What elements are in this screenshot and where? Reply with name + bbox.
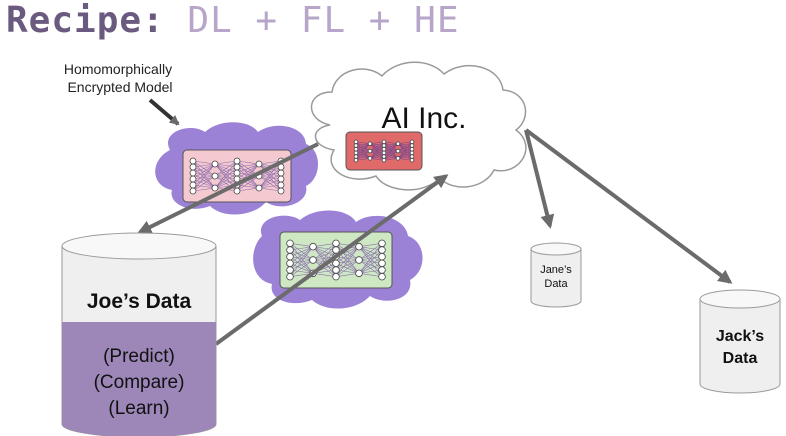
jack-database: Jack’s Data bbox=[699, 289, 781, 394]
joe-database: Joe’s Data (Predict) (Compare) (Learn) bbox=[61, 232, 217, 436]
title-suffix: DL + FL + HE bbox=[187, 0, 460, 41]
model-green-updated bbox=[279, 231, 393, 289]
annotation-arrow bbox=[148, 98, 180, 126]
annotation-line-1: Homomorphically bbox=[64, 61, 172, 77]
step-compare: (Compare) bbox=[94, 372, 185, 393]
ai-inc-cloud: AI Inc. bbox=[310, 61, 527, 191]
title-prefix: Recipe: bbox=[6, 0, 165, 41]
step-predict: (Predict) bbox=[103, 346, 175, 367]
ai-inc-label: AI Inc. bbox=[381, 102, 466, 135]
model-pink-encrypted bbox=[182, 149, 292, 203]
arrow-ai-to-jack bbox=[524, 128, 733, 284]
arrow-ai-to-joe bbox=[137, 142, 319, 234]
arrow-joe-to-ai bbox=[214, 174, 449, 346]
joe-database-label: Joe’s Data bbox=[87, 290, 192, 313]
step-learn: (Learn) bbox=[108, 398, 169, 419]
model-red-ai-inc bbox=[345, 131, 423, 171]
annotation-line-2: Encrypted Model bbox=[67, 79, 172, 95]
jane-database-label-2: Data bbox=[544, 278, 568, 290]
jack-database-label-1: Jack’s bbox=[716, 328, 764, 345]
jane-database-label-1: Jane’s bbox=[540, 264, 572, 276]
arrow-ai-to-jane bbox=[524, 129, 555, 229]
jane-database: Jane’s Data bbox=[530, 242, 582, 308]
slide-title: Recipe: DL + FL + HE bbox=[6, 0, 460, 41]
jack-database-label-2: Data bbox=[723, 350, 758, 367]
